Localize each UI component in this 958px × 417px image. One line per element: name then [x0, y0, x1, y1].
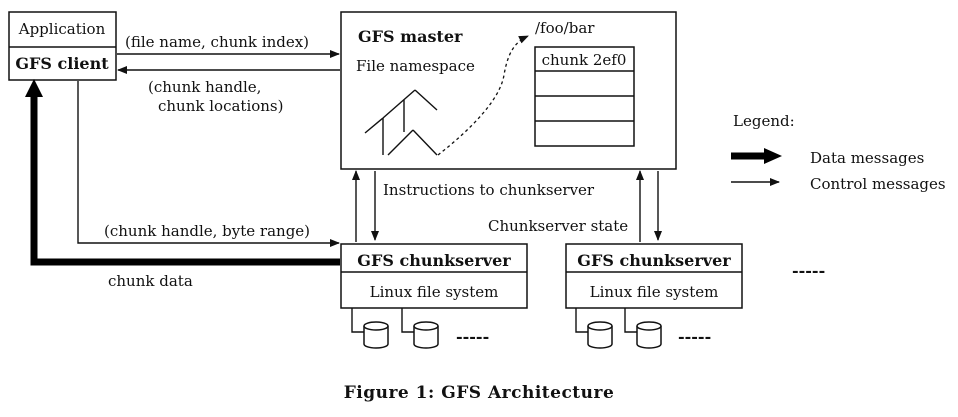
chunk-id-label: chunk 2ef0 [542, 51, 627, 69]
master-box: GFS master File namespace /foo/bar chunk… [340, 11, 677, 170]
chunkserver-2-title: GFS chunkserver [577, 251, 731, 270]
read-request-arrow [77, 81, 340, 247]
application-label: Application [18, 20, 106, 38]
reply-label-line2: chunk locations) [158, 97, 283, 115]
client-box: Application GFS client [8, 11, 117, 81]
disk-icon [636, 321, 662, 349]
disk-icon [587, 321, 613, 349]
legend-data-label: Data messages [810, 149, 924, 167]
disk-connector [575, 308, 588, 333]
legend-title: Legend: [733, 112, 795, 130]
legend-data-arrow-head [764, 148, 782, 164]
instructions-label: Instructions to chunkserver [383, 181, 595, 199]
namespace-pointer-arrow [437, 35, 529, 156]
namespace-tree-icon [364, 89, 438, 156]
disk-connector [624, 308, 637, 333]
chunkserver-1: GFS chunkserver Linux file system ----- [340, 243, 528, 349]
client-outer-rect [8, 11, 117, 81]
request-label: (file name, chunk index) [125, 33, 309, 51]
chunk-data-arrow-head [25, 79, 43, 97]
chunkserver-1-title: GFS chunkserver [357, 251, 511, 270]
legend-control-label: Control messages [810, 175, 946, 193]
reply-label-line1: (chunk handle, [148, 78, 261, 96]
more-disks-ellipsis: ----- [456, 327, 489, 346]
more-disks-ellipsis: ----- [678, 327, 711, 346]
legend: Legend: Data messages Control messages [731, 112, 946, 193]
chunk-table: chunk 2ef0 [534, 46, 635, 147]
chunk-data-arrow-shaft [30, 95, 340, 266]
chunkserver-2-rect [565, 243, 743, 309]
chunkserver-2: GFS chunkserver Linux file system ----- [565, 243, 743, 349]
chunk-data-label: chunk data [108, 272, 193, 290]
disk-connector [401, 308, 414, 333]
disk-connector [351, 308, 364, 333]
gfs-client-label: GFS client [15, 54, 109, 73]
chunkserver-state-label: Chunkserver state [488, 217, 628, 235]
chunkserver-2-fs-label: Linux file system [590, 283, 719, 301]
chunkserver-1-fs-label: Linux file system [370, 283, 499, 301]
chunkserver-1-rect [340, 243, 528, 309]
disk-icon [363, 321, 389, 349]
read-request-label: (chunk handle, byte range) [104, 222, 310, 240]
master-title: GFS master [358, 27, 463, 46]
more-chunkservers-ellipsis: ----- [792, 261, 825, 280]
figure-caption: Figure 1: GFS Architecture [344, 383, 615, 403]
disk-icon [413, 321, 439, 349]
path-label: /foo/bar [535, 19, 595, 37]
file-namespace-label: File namespace [356, 57, 475, 75]
